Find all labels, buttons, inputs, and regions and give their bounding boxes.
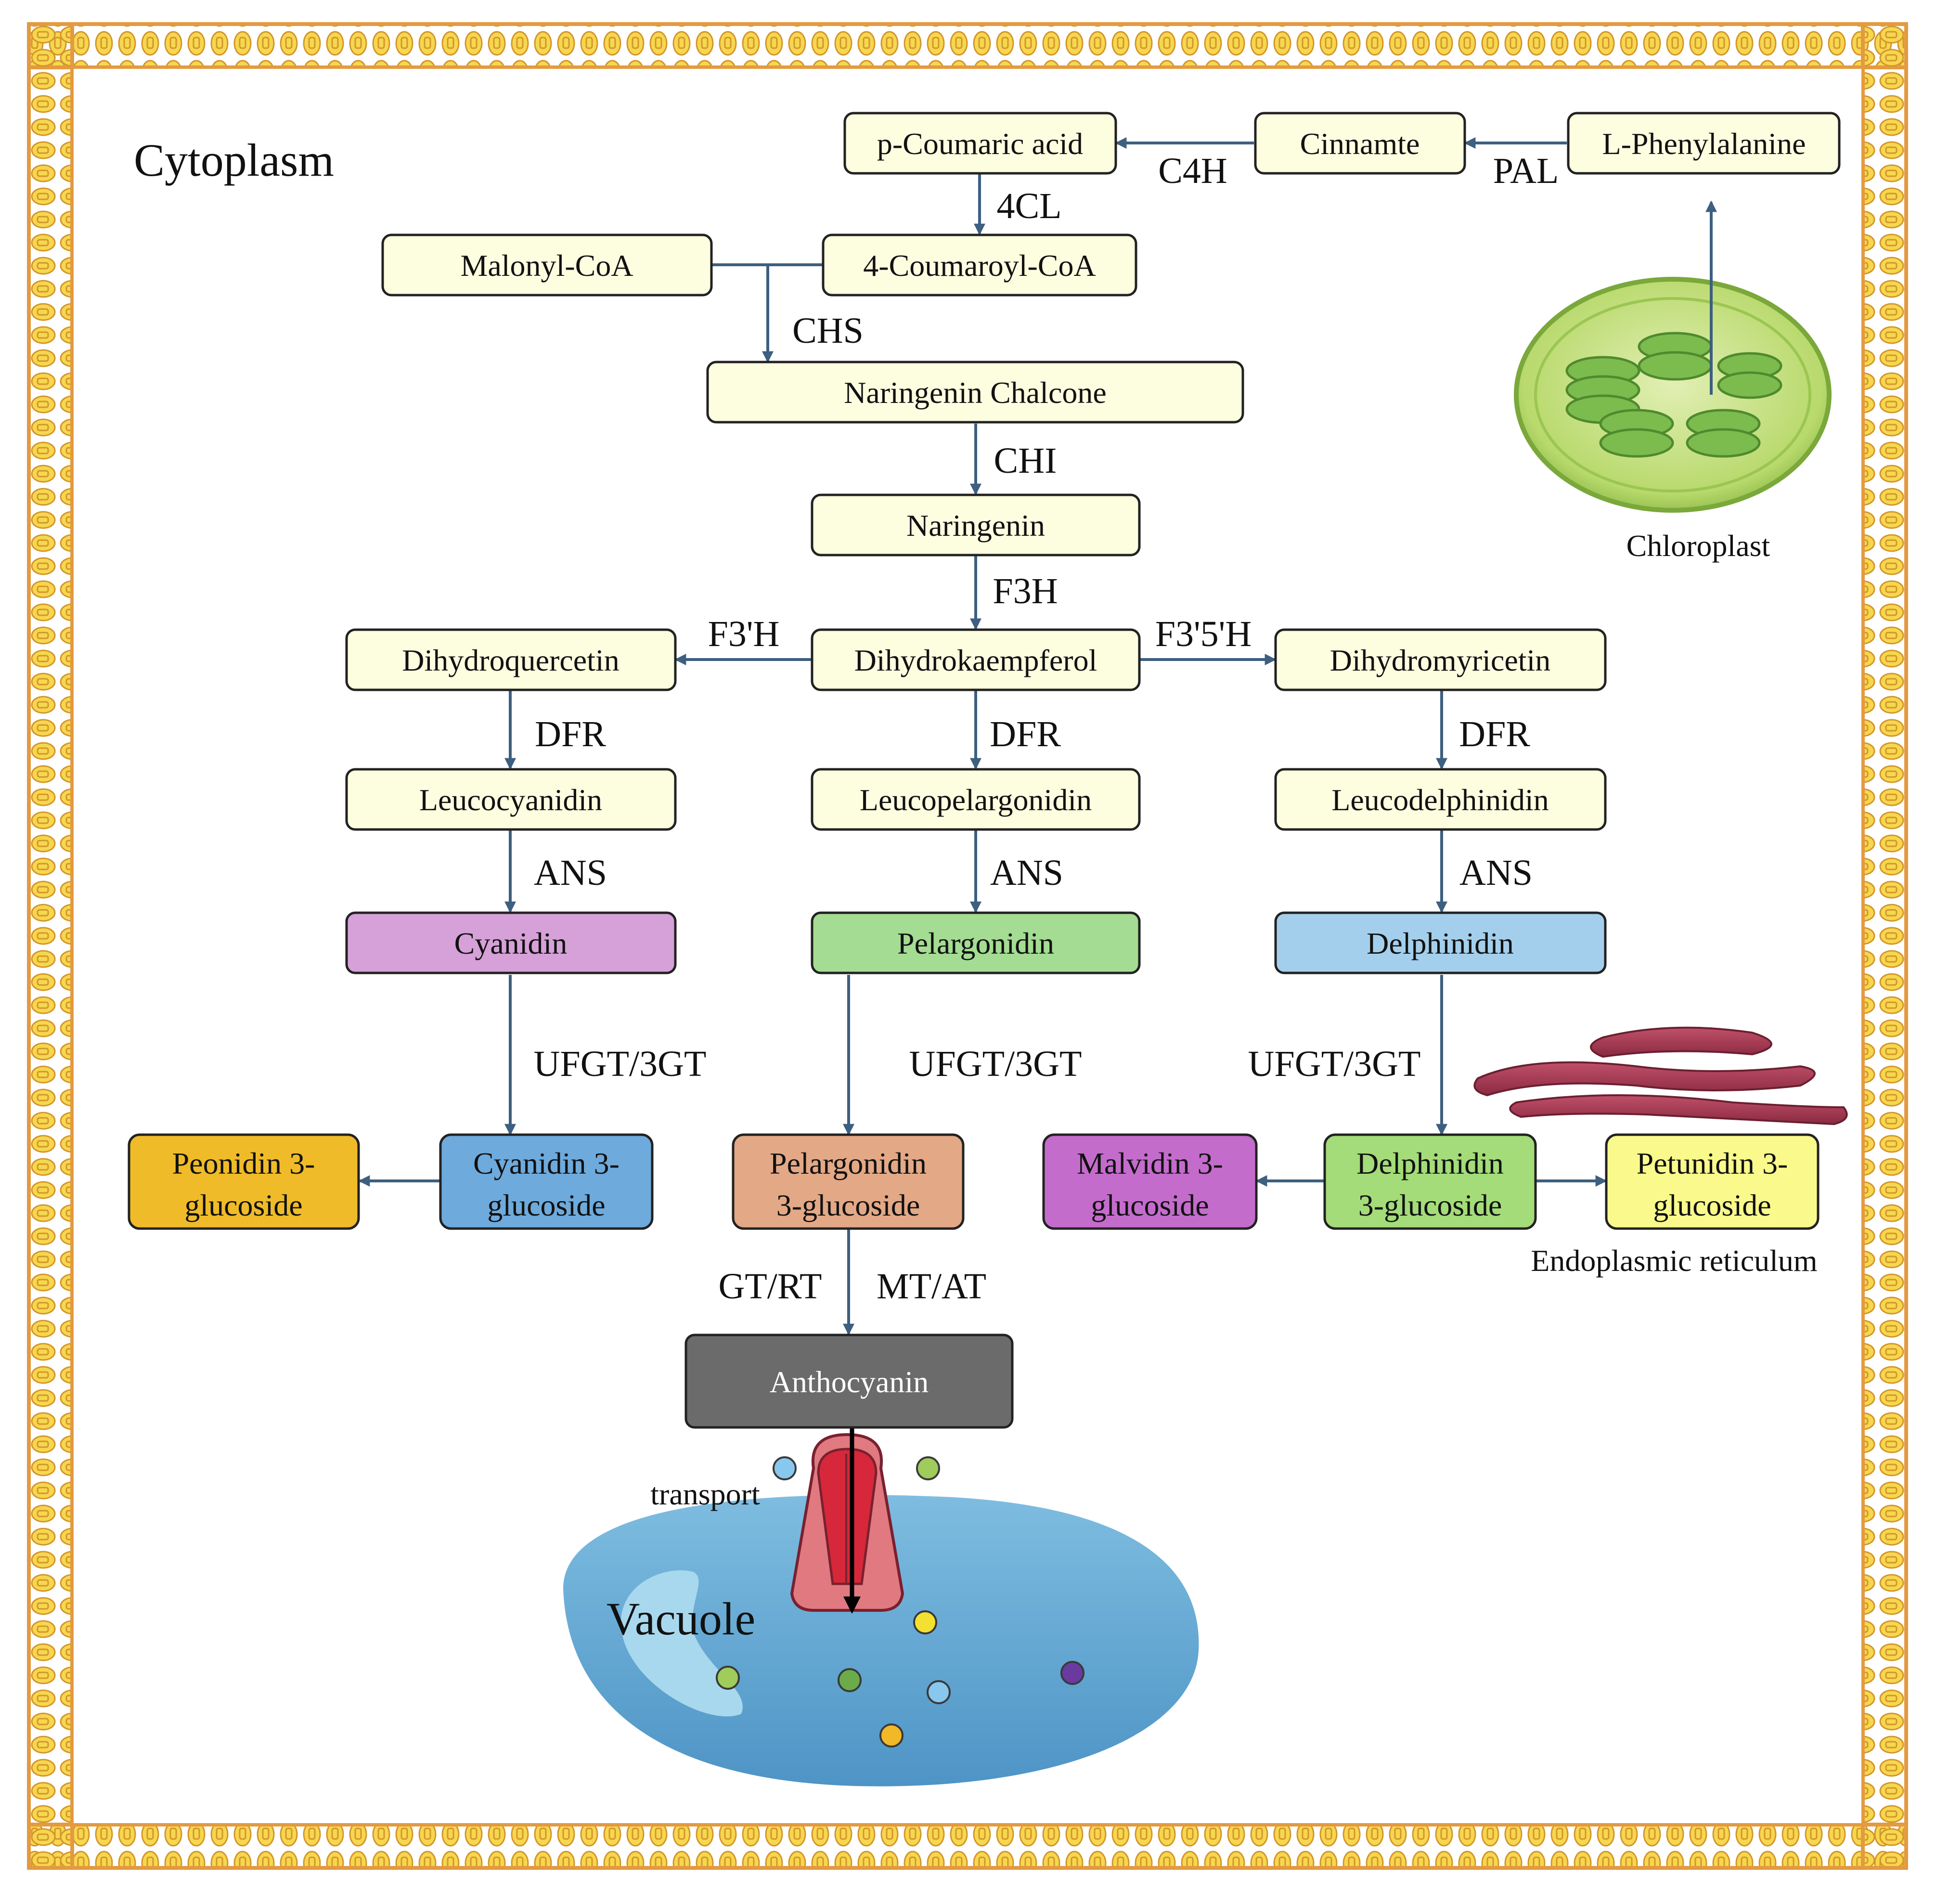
enzyme-dfr-left: DFR [535, 714, 606, 754]
enzyme-4cl: 4CL [996, 186, 1061, 226]
enzyme-c4h: C4H [1158, 151, 1227, 191]
node-dihydromyricetin: Dihydromyricetin [1274, 628, 1607, 691]
node-label: Dihydrokaempferol [854, 643, 1097, 677]
node-dihydroquercetin: Dihydroquercetin [345, 628, 677, 691]
node-label: Leucocyanidin [419, 783, 602, 817]
enzyme-f3h: F3H [993, 571, 1058, 611]
node-label-line1: Petunidin 3- [1637, 1146, 1788, 1180]
vacuole-label: Vacuole [607, 1593, 755, 1645]
node-label-line1: Pelargonidin [770, 1146, 927, 1180]
node-naringenin: Naringenin [811, 493, 1141, 557]
node-delphinidin: Delphinidin [1274, 911, 1607, 974]
chloroplast-label: Chloroplast [1626, 529, 1770, 563]
enzyme-dfr-right: DFR [1459, 714, 1530, 754]
node-malonyl-coa: Malonyl-CoA [381, 233, 713, 297]
enzyme-ufgt-left: UFGT/3GT [534, 1044, 707, 1084]
node-4-coumaroyl-coa: 4-Coumaroyl-CoA [822, 233, 1137, 297]
transport-channel [790, 1433, 904, 1612]
node-pelargonidin: Pelargonidin [811, 911, 1141, 974]
node-label: 4-Coumaroyl-CoA [863, 248, 1096, 283]
node-label: p-Coumaric acid [877, 127, 1083, 161]
node-dihydrokaempferol: Dihydrokaempferol [811, 628, 1141, 691]
enzyme-dfr-middle: DFR [990, 714, 1061, 754]
pigment-dot [913, 1610, 937, 1634]
pigment-dot [879, 1723, 903, 1748]
node-label-line2: glucoside [1653, 1188, 1771, 1222]
node-label-line2: 3-glucoside [776, 1188, 920, 1222]
pigment-dot [916, 1456, 940, 1480]
enzyme-ufgt-middle: UFGT/3GT [909, 1044, 1082, 1084]
node-label-line1: Delphinidin [1356, 1146, 1504, 1180]
vacuole [563, 1495, 1199, 1787]
node-label: Pelargonidin [897, 926, 1054, 960]
node-label: Malonyl-CoA [460, 248, 633, 283]
node-label-line2: glucoside [184, 1188, 302, 1222]
enzyme-gt-rt: GT/RT [719, 1266, 822, 1307]
pigment-dot [773, 1456, 797, 1480]
enzyme-chs: CHS [792, 311, 864, 351]
node-label: Dihydromyricetin [1330, 643, 1551, 677]
node-label: Naringenin Chalcone [844, 376, 1107, 410]
enzyme-labels: C4H PAL 4CL CHS CHI F3H F3'H F3'5'H DFR … [534, 151, 1559, 1307]
node-leucocyanidin: Leucocyanidin [345, 768, 677, 831]
cytoplasm-label: Cytoplasm [134, 134, 334, 186]
node-label-line1: Peonidin 3- [172, 1146, 315, 1180]
node-label-line1: Malvidin 3- [1077, 1146, 1223, 1180]
pathway-arrows [358, 137, 1717, 1335]
node-label-line2: 3-glucoside [1358, 1188, 1502, 1222]
node-label-line2: glucoside [1091, 1188, 1209, 1222]
node-cyanidin-3-glucoside: Cyanidin 3- glucoside [439, 1133, 654, 1230]
node-label: Cyanidin [454, 926, 568, 960]
enzyme-chi: CHI [994, 440, 1057, 481]
node-p-coumaric-acid: p-Coumaric acid [843, 112, 1117, 175]
endoplasmic-reticulum-label: Endoplasmic reticulum [1531, 1243, 1817, 1278]
node-anthocyanin: Anthocyanin [684, 1334, 1014, 1429]
node-peonidin-3-glucoside: Peonidin 3- glucoside [128, 1133, 360, 1230]
enzyme-ans-middle: ANS [990, 853, 1063, 893]
node-leucodelphinidin: Leucodelphinidin [1274, 768, 1607, 831]
node-label-line1: Cyanidin 3- [473, 1146, 620, 1180]
enzyme-mt-at: MT/AT [877, 1266, 986, 1307]
node-label: Leucopelargonidin [860, 783, 1092, 817]
node-l-phenylalanine: L-Phenylalanine [1567, 112, 1841, 175]
enzyme-ufgt-right: UFGT/3GT [1248, 1044, 1421, 1084]
pigment-dot [927, 1680, 951, 1704]
node-label-line2: glucoside [487, 1188, 605, 1222]
node-label: Dihydroquercetin [402, 643, 619, 677]
pigment-dot [838, 1668, 862, 1692]
chloroplast [1514, 277, 1832, 513]
node-label: Anthocyanin [770, 1365, 929, 1399]
enzyme-ans-right: ANS [1459, 853, 1533, 893]
node-label: L-Phenylalanine [1602, 127, 1806, 161]
node-malvidin-3-glucoside: Malvidin 3- glucoside [1042, 1133, 1258, 1230]
node-label: Delphinidin [1367, 926, 1514, 960]
node-label: Leucodelphinidin [1331, 783, 1549, 817]
node-cyanidin: Cyanidin [345, 911, 677, 974]
node-delphinidin-3-glucoside: Delphinidin 3-glucoside [1323, 1133, 1537, 1230]
node-naringenin-chalcone: Naringenin Chalcone [706, 361, 1244, 424]
transport-label: transport [650, 1477, 760, 1511]
node-pelargonidin-3-glucoside: Pelargonidin 3-glucoside [732, 1133, 965, 1230]
enzyme-f3prime-h: F3'H [708, 614, 780, 654]
thylakoid-stack [1565, 332, 1782, 458]
pigment-dot [716, 1666, 740, 1690]
node-cinnamte: Cinnamte [1254, 112, 1466, 175]
node-petunidin-3-glucoside: Petunidin 3- glucoside [1605, 1133, 1820, 1230]
enzyme-f3prime5prime-h: F3'5'H [1155, 614, 1252, 654]
enzyme-pal: PAL [1493, 151, 1559, 191]
node-leucopelargonidin: Leucopelargonidin [811, 768, 1141, 831]
enzyme-ans-left: ANS [534, 853, 607, 893]
node-label: Cinnamte [1300, 127, 1420, 161]
endoplasmic-reticulum [1473, 1026, 1848, 1126]
pigment-dot [1060, 1661, 1084, 1685]
node-label: Naringenin [906, 508, 1045, 543]
